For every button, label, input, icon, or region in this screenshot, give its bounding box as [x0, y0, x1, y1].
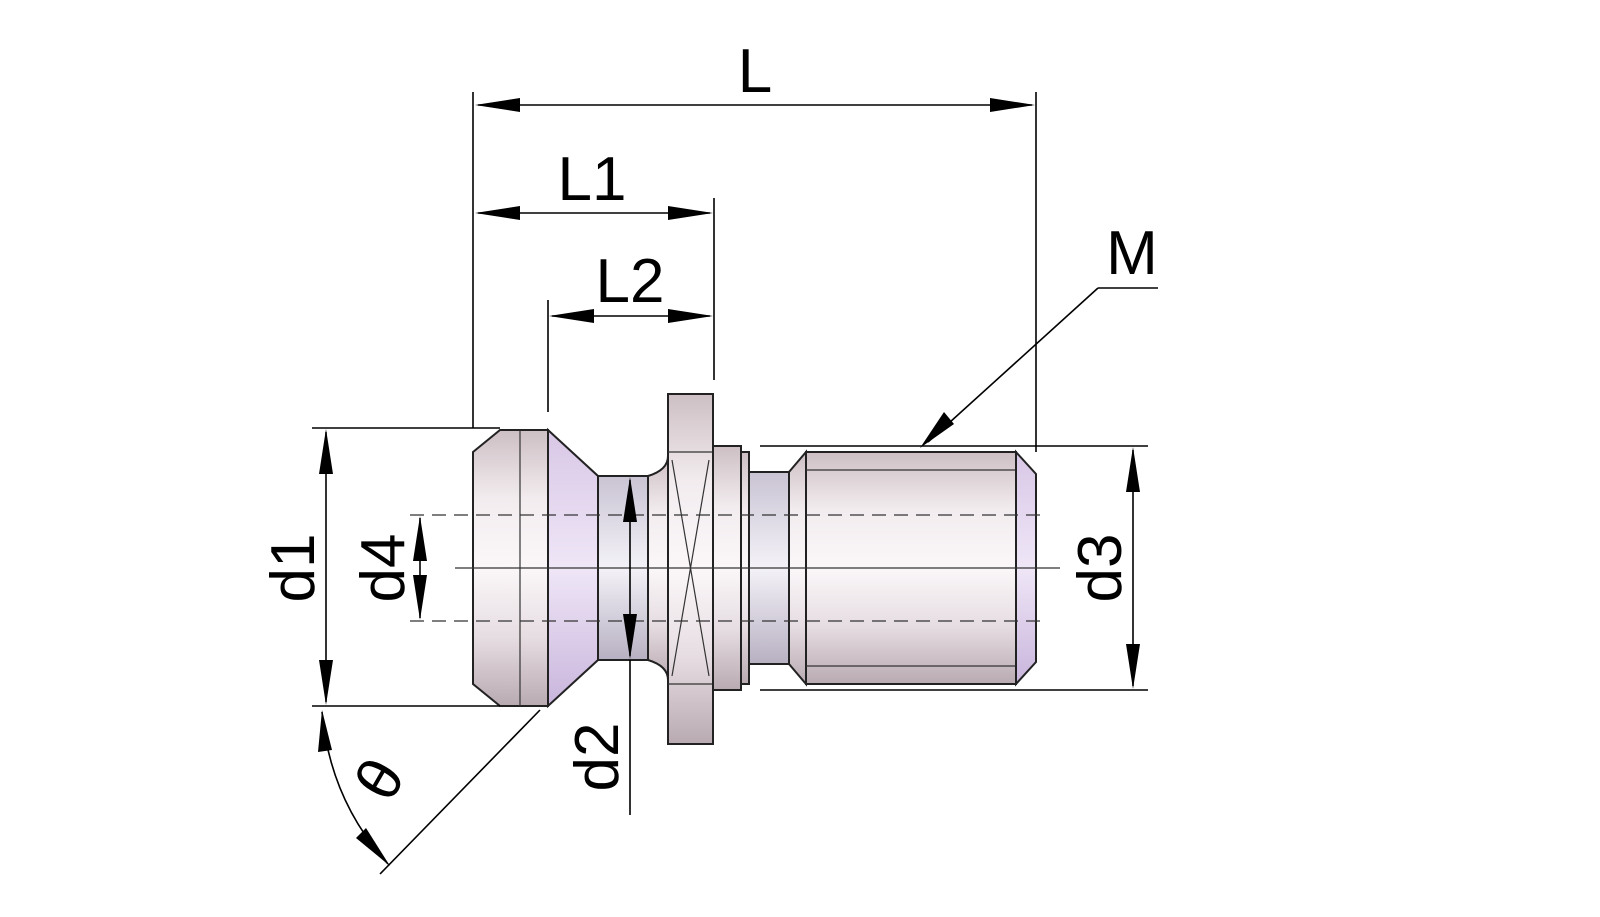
dimension-L1: L1: [475, 145, 713, 220]
label-L2: L2: [596, 247, 665, 316]
dimension-d3: d3: [1066, 447, 1140, 689]
dimension-d2: d2: [563, 477, 637, 791]
label-d3: d3: [1066, 534, 1135, 603]
center-lines: [410, 514, 1060, 622]
dimension-L2: L2: [549, 247, 713, 323]
label-L1: L1: [558, 145, 627, 214]
label-d2: d2: [563, 723, 632, 792]
label-d4: d4: [349, 534, 418, 603]
callout-M: M: [920, 219, 1158, 448]
label-d1: d1: [259, 534, 328, 603]
label-M: M: [1106, 219, 1158, 288]
label-L: L: [738, 37, 772, 106]
dimension-L: L: [475, 37, 1035, 112]
label-theta: θ: [342, 748, 419, 812]
dimension-d4: d4: [349, 516, 427, 620]
dimension-theta: θ: [318, 709, 541, 875]
dimension-d1: d1: [259, 429, 333, 705]
extension-lines: [312, 92, 1148, 815]
